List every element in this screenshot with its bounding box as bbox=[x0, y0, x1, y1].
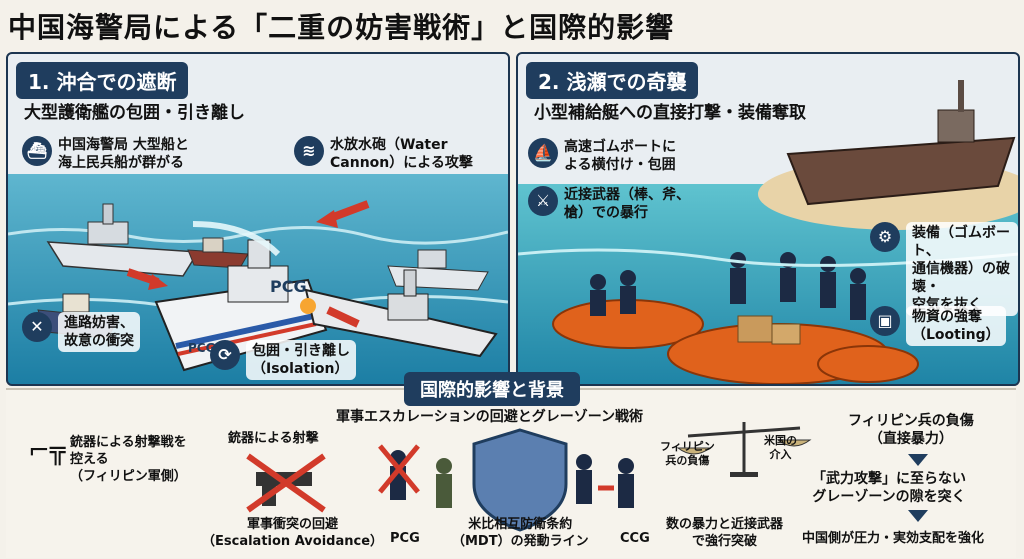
isolation-icon: ⟳ bbox=[210, 340, 240, 370]
scale-left-label: フィリピン 兵の負傷 bbox=[660, 440, 715, 467]
pcg-mark-1: PCG bbox=[270, 277, 307, 296]
note-water-cannon: 水放水砲（Water Cannon）による攻撃 bbox=[330, 137, 473, 171]
panel2-subtitle: 小型補給艇への直接打撃・装備奪取 bbox=[534, 103, 806, 123]
page-title: 中国海警局による「二重の妨害戦術」と国際的影響 bbox=[8, 11, 675, 44]
offshore-scene: PCG PCG bbox=[8, 200, 508, 372]
speedboat-icon: ⛵ bbox=[528, 138, 558, 168]
injury-title: フィリピン兵の負傷 （直接暴力） bbox=[848, 413, 974, 447]
pcg-mark-2: PCG bbox=[188, 341, 215, 355]
block-icon: ✕ bbox=[22, 312, 52, 342]
arrow-down-1 bbox=[908, 454, 928, 466]
force-text: 数の暴力と近接武器 で強行突破 bbox=[666, 517, 784, 549]
water-cannon-icon: ≋ bbox=[294, 136, 324, 166]
ccg-label: CCG bbox=[620, 531, 650, 546]
note-boats: 高速ゴムボートに よる横付け・包囲 bbox=[564, 139, 676, 173]
note-isolation: 包囲・引き離し （Isolation） bbox=[246, 340, 356, 380]
note-weapons: 近接武器（棒、斧、 槍）での暴行 bbox=[564, 187, 690, 221]
arrow-3 bbox=[326, 306, 360, 328]
note-equipment: 装備（ゴムボート、 通信機器）の破壊・ 空気を抜く bbox=[906, 222, 1018, 316]
mdt-scene bbox=[378, 428, 634, 532]
arrow-down-2 bbox=[908, 510, 928, 522]
panel1-subtitle: 大型護衛艦の包囲・引き離し bbox=[24, 103, 245, 123]
gear-icon: ⚙ bbox=[870, 222, 900, 252]
scale-right-label: 米国の 介入 bbox=[764, 434, 797, 461]
gray-zone-text: 「武力攻撃」に至らない グレーゾーンの隙を突く bbox=[812, 471, 966, 505]
crossed-gun-icon bbox=[246, 453, 326, 513]
note-looting: 物資の強奪 （Looting） bbox=[906, 306, 1006, 346]
china-pressure-text: 中国側が圧力・実効支配を強化 bbox=[802, 531, 985, 546]
impact-subtitle: 軍事エスカレーションの回避とグレーゾーン戦術 bbox=[336, 409, 644, 425]
personnel-group bbox=[590, 252, 866, 320]
panel2-tag: 2. 浅瀬での奇襲 bbox=[526, 62, 699, 99]
militia-boat-1 bbox=[187, 237, 249, 269]
panel1-tag: 1. 沖合での遮断 bbox=[16, 62, 189, 99]
ccg-ship-ramming bbox=[304, 269, 498, 358]
note-ships: 中国海警局 大型船と 海上民兵船が群がる bbox=[58, 137, 189, 171]
note-blocking: 進路妨害、 故意の衝突 bbox=[58, 312, 140, 352]
panel-offshore-blockade: PCG PCG 1. 沖合での遮断 大型護衛艦の包囲・引き離し ⛴ 中国海警局 … bbox=[6, 52, 510, 386]
weapon-icon: ⚔ bbox=[528, 186, 558, 216]
shield-icon bbox=[472, 428, 568, 532]
grounded-ship bbox=[786, 80, 1016, 206]
gun-restraint-text: 銃器による射撃戦を 控える （フィリピン軍側） bbox=[70, 435, 187, 484]
panel-shoal-raid: 2. 浅瀬での奇襲 小型補給艇への直接打撃・装備奪取 ⛵ 高速ゴムボートに よる… bbox=[516, 52, 1020, 386]
balance-scale-icon bbox=[676, 422, 812, 477]
escalation-avoidance: 軍事衝突の回避 （Escalation Avoidance） bbox=[202, 517, 384, 549]
impact-section: 国際的影響と背景 軍事エスカレーションの回避とグレーゾーン戦術 ⌐╦ 銃器による… bbox=[6, 372, 1016, 558]
cgg-ship-left bbox=[46, 203, 200, 277]
shoal-scene bbox=[518, 80, 1018, 384]
impact-burst bbox=[300, 298, 316, 314]
ship-icon: ⛴ bbox=[22, 136, 52, 166]
mdt-label: 米比相互防衛条約 （MDT）の発動ライン bbox=[452, 517, 589, 549]
gun-fire-label: 銃器による射撃 bbox=[228, 431, 319, 446]
water-cannon-stream bbox=[192, 221, 281, 257]
pcg-ship: PCG PCG bbox=[154, 239, 328, 372]
box-icon: ▣ bbox=[870, 306, 900, 336]
impact-title: 国際的影響と背景 bbox=[404, 372, 580, 406]
cgg-ship-right bbox=[387, 249, 489, 291]
rubber-boat-3 bbox=[817, 345, 919, 383]
pistol-icon: ⌐╦ bbox=[28, 436, 66, 466]
pcg-label: PCG bbox=[390, 531, 420, 546]
